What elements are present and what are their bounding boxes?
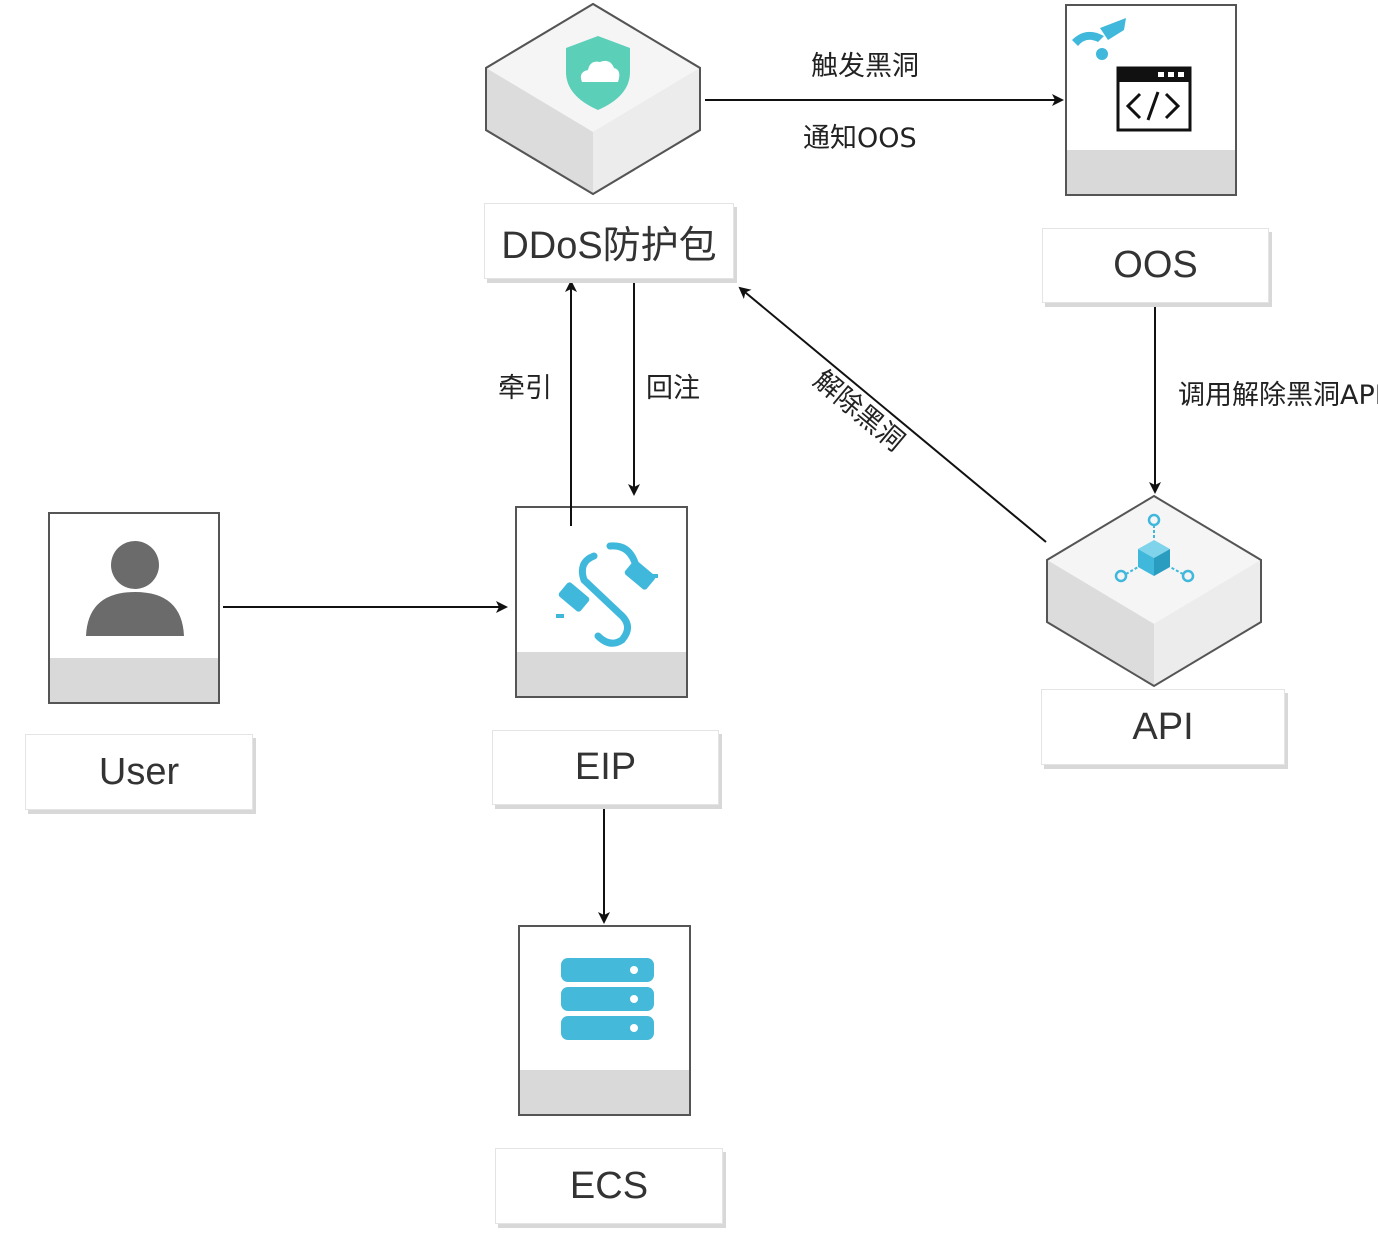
edge-api-to-ddos	[738, 286, 1047, 543]
api-node[interactable]	[1046, 494, 1262, 688]
cube-network-icon	[1114, 513, 1195, 583]
ddos-label: DDoS防护包	[484, 203, 734, 279]
eip-node[interactable]	[515, 506, 688, 698]
oos-label: OOS	[1042, 228, 1269, 303]
ecs-node[interactable]	[518, 925, 691, 1116]
user-label: User	[25, 734, 253, 810]
edge-label-traction: 牵引	[498, 373, 552, 404]
api-label: API	[1041, 689, 1285, 765]
link-cable-icon	[556, 542, 658, 647]
eip-label: EIP	[492, 730, 719, 805]
code-window-icon	[1116, 66, 1192, 132]
edge-label-trigger-blackhole: 触发黑洞	[811, 51, 919, 82]
ecs-label: ECS	[495, 1148, 723, 1224]
edge-label-notify-oos: 通知OOS	[803, 123, 917, 154]
shield-cloud-icon	[566, 36, 630, 110]
server-stack-icon	[561, 958, 654, 1040]
ddos-node[interactable]	[485, 2, 701, 196]
wrench-icon	[1072, 18, 1126, 60]
user-node[interactable]	[48, 512, 220, 704]
person-icon	[86, 541, 184, 636]
edge-label-reinject: 回注	[646, 373, 700, 404]
edge-label-call-release-api: 调用解除黑洞API	[1178, 380, 1378, 411]
oos-node[interactable]	[1065, 4, 1237, 196]
